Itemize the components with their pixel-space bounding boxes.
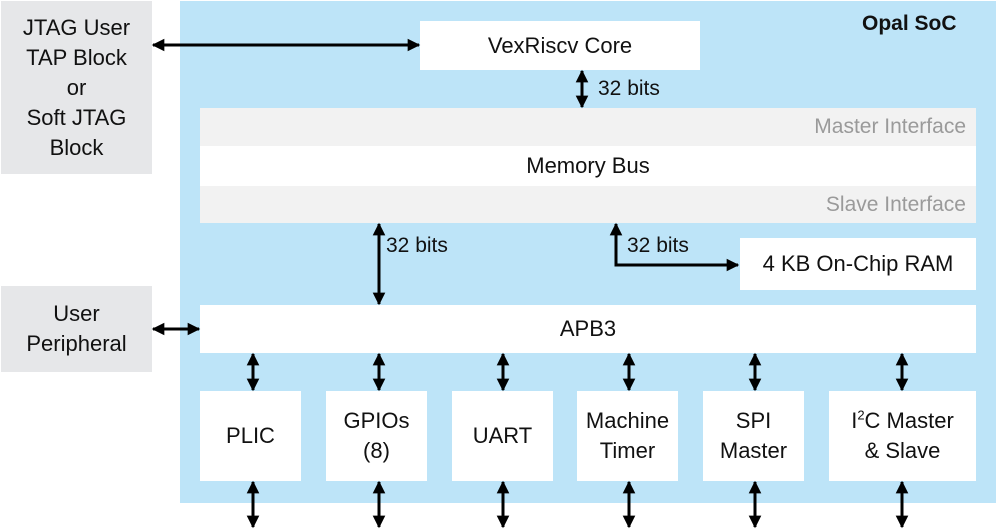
gpio-label-line2: (8) [363,438,390,463]
jtag-line: or [66,74,87,100]
machine-timer-line1: Machine [585,408,670,433]
i2c-block: I2C Master & Slave [829,391,976,481]
memory-bus-block: Memory Bus [200,146,976,186]
i2c-superscript: 2 [857,407,865,423]
machine-timer-line2: Timer [599,438,656,463]
jtag-line: TAP Block [26,44,127,70]
gpio-label-line1: GPIOs [343,408,410,433]
user-peripheral-line: User [53,301,100,326]
master-interface-band: Master Interface [200,108,976,146]
i2c-suffix: C Master [864,408,954,433]
spi-line1: SPI [735,408,772,433]
jtag-line: JTAG User [22,14,131,40]
i2c-line1: I2C Master [851,406,954,436]
soc-title: Opal SoC [862,12,957,35]
slave-interface-label: Slave Interface [825,192,966,216]
slave-interface-band: Slave Interface [200,186,976,223]
bus-ram-arrow [609,222,740,272]
core-bus-width-label: 32 bits [598,77,660,100]
core-label: VexRiscv Core [487,32,633,58]
user-peripheral-block: User Peripheral [1,286,152,372]
jtag-line: Block [49,134,104,160]
jtag-line: Soft JTAG [26,104,127,130]
master-interface-label: Master Interface [814,115,966,138]
apb-bus-width-label: 32 bits [386,234,448,257]
user-peripheral-line: Peripheral [26,331,127,356]
memory-bus-label: Memory Bus [526,153,650,178]
apb3-bus-block: APB3 [200,305,976,353]
i2c-prefix: I [851,408,858,433]
spi-master-block: SPI Master [703,391,804,481]
spi-line2: Master [719,438,788,463]
gpio-block: GPIOs (8) [326,391,427,481]
ram-label: 4 KB On-Chip RAM [762,251,954,276]
vexriscv-core-block: VexRiscv Core [420,21,700,70]
jtag-block: JTAG User TAP Block or Soft JTAG Block [1,1,152,174]
uart-label: UART [472,423,533,448]
on-chip-ram-block: 4 KB On-Chip RAM [740,238,976,290]
plic-label: PLIC [226,423,275,448]
apb3-label: APB3 [559,316,617,341]
plic-block: PLIC [200,391,301,481]
uart-block: UART [452,391,553,481]
i2c-line2: & Slave [864,438,941,463]
machine-timer-block: Machine Timer [577,391,678,481]
